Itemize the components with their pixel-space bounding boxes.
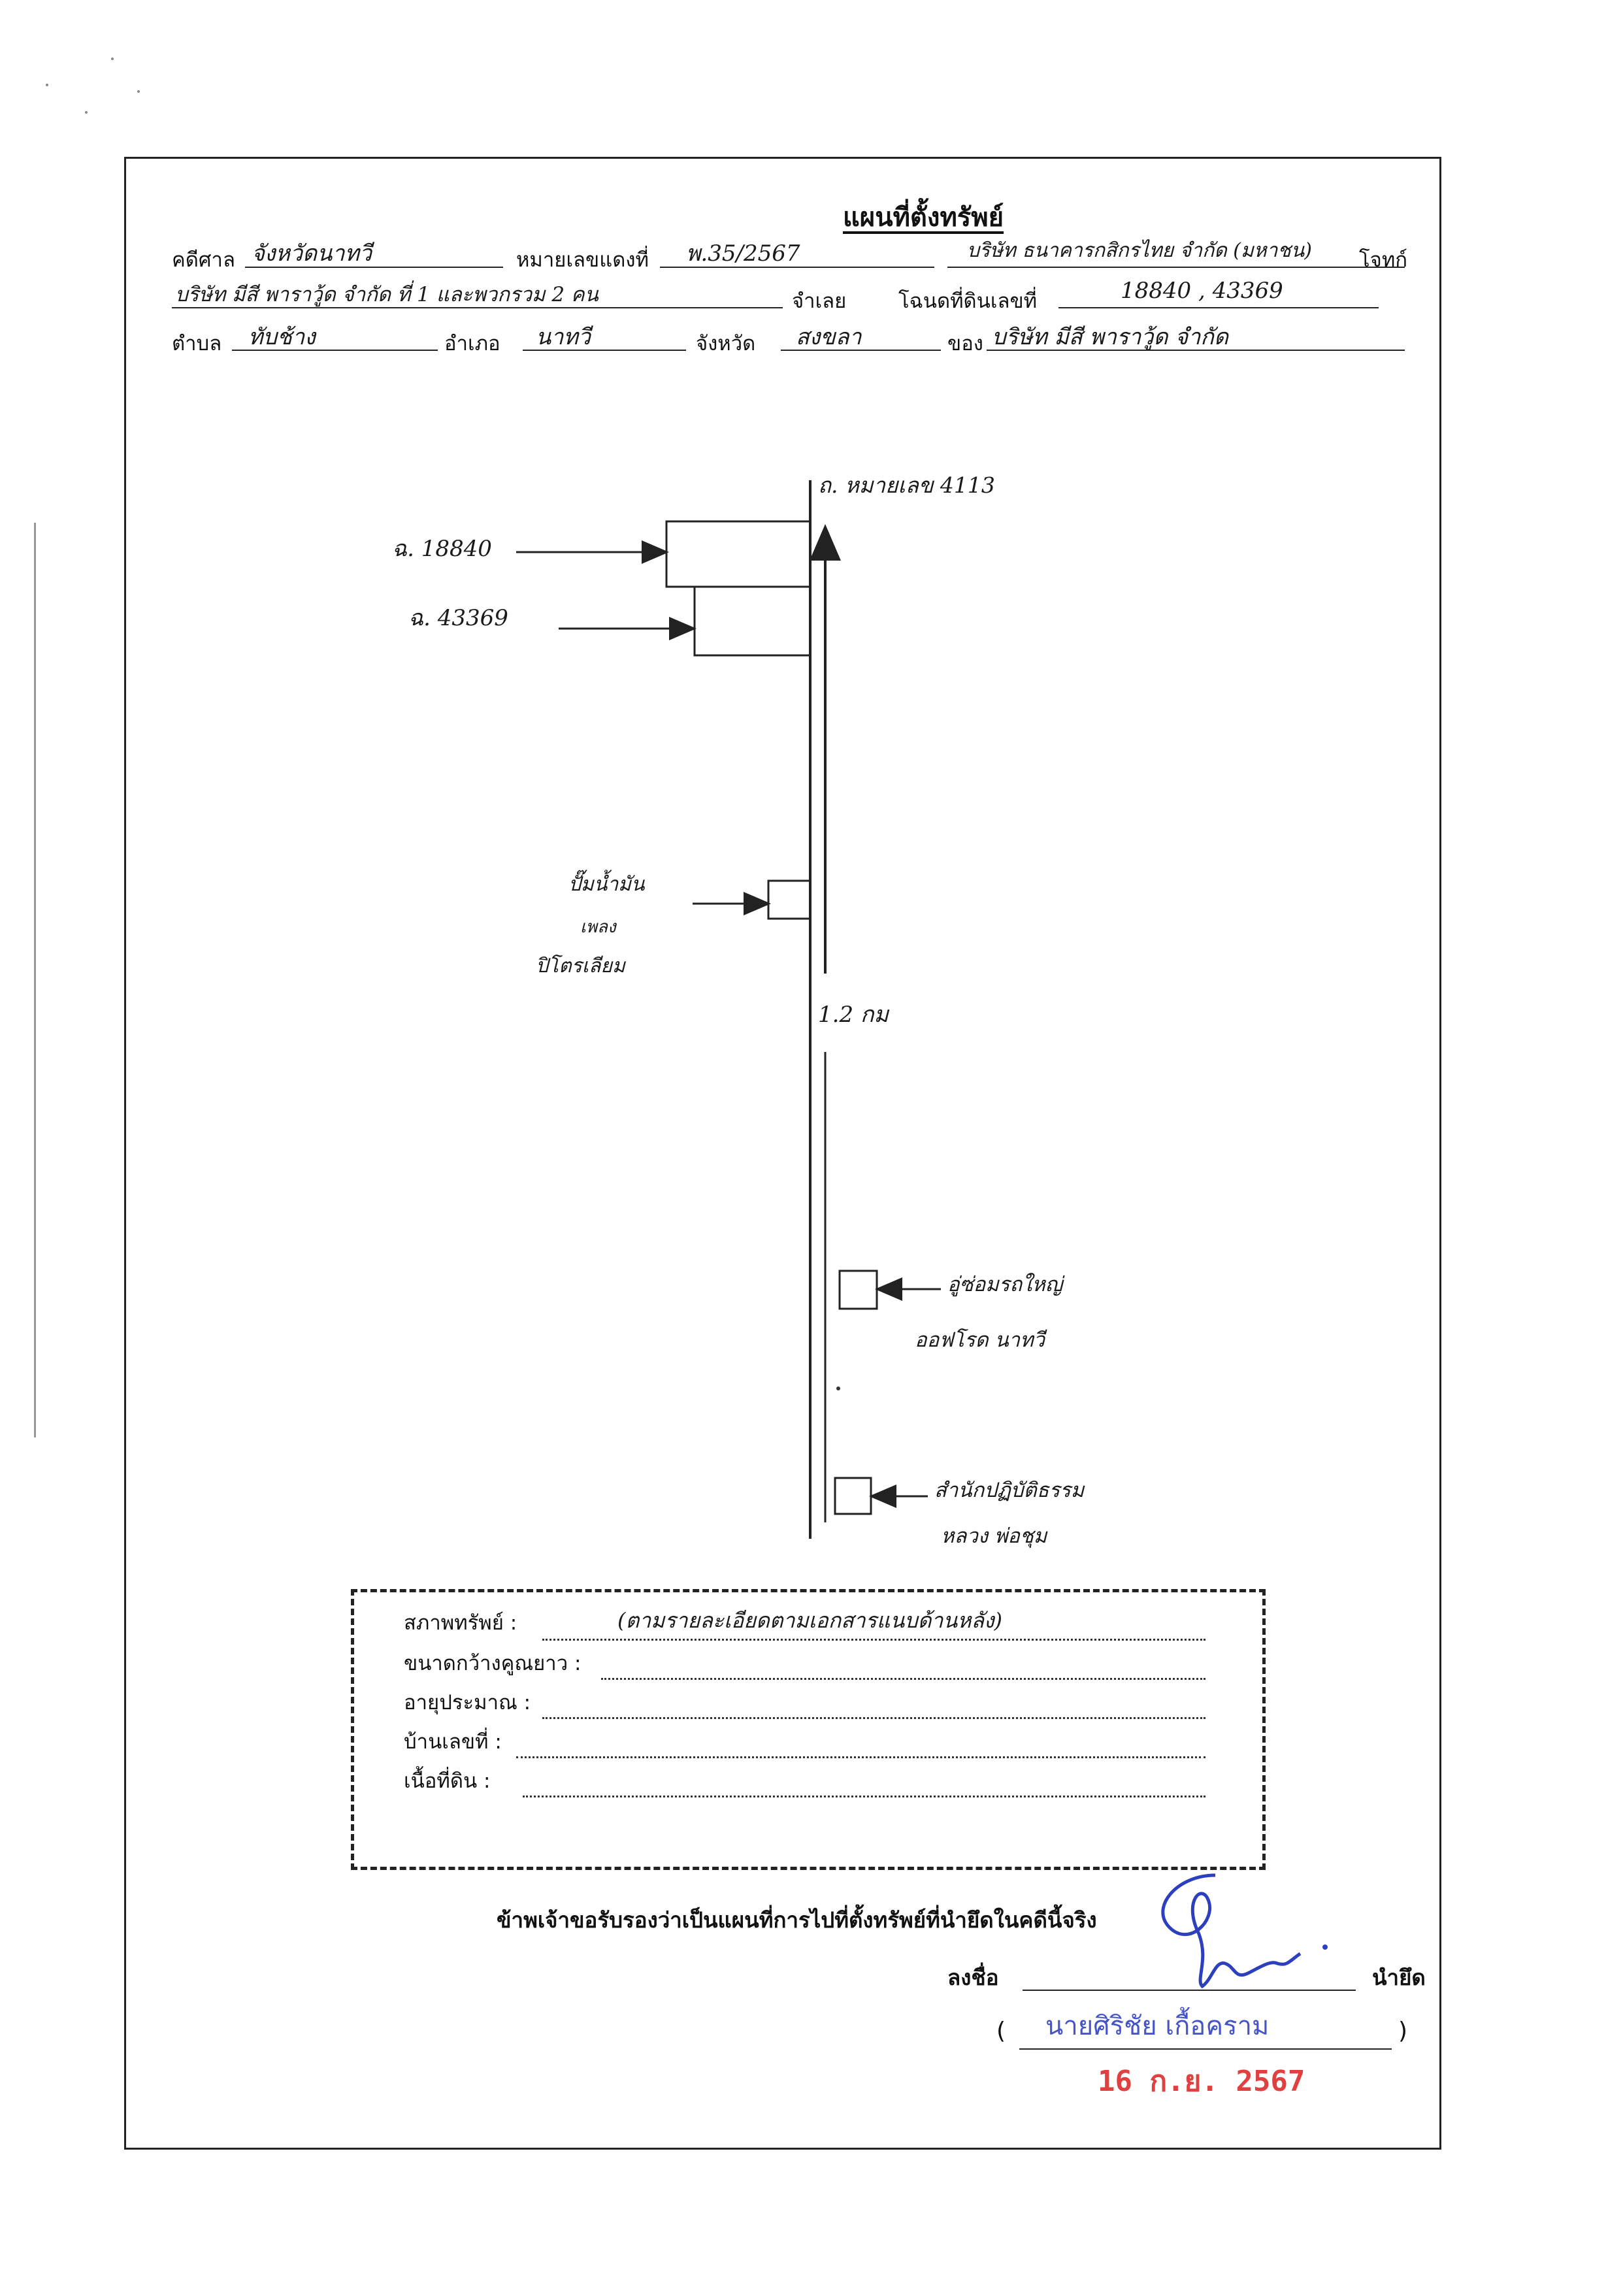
document-frame	[124, 157, 1441, 2150]
gas-station-box	[767, 879, 812, 920]
plot-18840-label: ฉ. 18840	[392, 536, 492, 562]
province-value: สงขลา	[796, 324, 862, 350]
stamp-date: 16 ก.ย. 2567	[1098, 2065, 1305, 2098]
certification-text: ข้าพเจ้าขอรับรองว่าเป็นแผนที่การไปที่ตั้…	[497, 1907, 1097, 1933]
scan-speck	[137, 90, 140, 93]
scan-speck	[85, 111, 88, 114]
district-label: อำเภอ	[444, 332, 500, 355]
deed-underline	[1058, 307, 1379, 308]
house-no-dotline	[516, 1756, 1205, 1758]
temple-label-1: สำนักปฏิบัติธรรม	[934, 1479, 1085, 1502]
age-dotline	[542, 1717, 1205, 1719]
court-underline	[245, 267, 503, 268]
subdistrict-underline	[232, 350, 438, 351]
condition-label: สภาพทรัพย์ :	[404, 1611, 517, 1635]
plot-18840-box	[665, 520, 812, 588]
plot-43369-box	[693, 585, 812, 657]
garage-label-2: ออฟโรด นาทวี	[915, 1328, 1045, 1352]
role-label: นำยึด	[1372, 1965, 1426, 1990]
condition-dotline	[542, 1639, 1205, 1641]
sign-label: ลงชื่อ	[947, 1965, 999, 1990]
plot-43369-label: ฉ. 43369	[408, 605, 508, 631]
distance-label: 1.2 กม	[818, 1002, 889, 1028]
name-line	[1019, 2048, 1392, 2050]
subdistrict-value: ทับช้าง	[248, 324, 316, 350]
close-paren: )	[1398, 2018, 1408, 2044]
page-title: แผนที่ตั้งทรัพย์	[843, 203, 1004, 233]
defendant-underline	[172, 307, 783, 308]
province-label: จังหวัด	[696, 332, 756, 355]
gas-station-label-3: ปิโตรเลียม	[536, 955, 625, 977]
defendant-value: บริษัท มีสี พาราวู้ด จำกัด ที่ 1 และพวกร…	[175, 283, 598, 306]
plaintiff-label: โจทก์	[1359, 248, 1408, 272]
gas-station-label-1: ปั๊มน้ำมัน	[568, 873, 645, 896]
temple-box	[834, 1477, 872, 1515]
court-label: คดีศาล	[172, 248, 235, 272]
subdistrict-label: ตำบล	[172, 332, 222, 355]
province-underline	[781, 350, 941, 351]
plaintiff-underline	[947, 267, 1405, 268]
garage-label-1: อู่ซ่อมรถใหญ่	[947, 1273, 1063, 1296]
garage-box	[838, 1270, 878, 1310]
signature-scribble	[1161, 1873, 1328, 1989]
deed-value: 18840 , 43369	[1121, 278, 1283, 304]
defendant-label: จำเลย	[792, 289, 847, 313]
open-paren: (	[996, 2018, 1006, 2044]
case-no-value: พ.35/2567	[686, 240, 800, 267]
size-dotline	[601, 1678, 1205, 1680]
property-info-box	[351, 1589, 1266, 1870]
district-value: นาทวี	[536, 324, 591, 350]
house-no-label: บ้านเลขที่ :	[404, 1730, 502, 1754]
size-label: ขนาดกว้างคูณยาว :	[404, 1652, 582, 1675]
owner-underline	[987, 350, 1405, 351]
land-area-label: เนื้อที่ดิน :	[404, 1769, 491, 1793]
temple-label-2: หลวง พ่อชุม	[941, 1524, 1047, 1548]
signature-line	[1023, 1990, 1356, 1991]
case-no-label: หมายเลขแดงที่	[516, 248, 649, 272]
deed-label: โฉนดที่ดินเลขที่	[898, 289, 1038, 313]
owner-label: ของ	[947, 332, 983, 355]
court-value: จังหวัดนาทวี	[252, 240, 372, 267]
land-area-dotline	[523, 1796, 1205, 1797]
scan-speck	[111, 57, 114, 60]
road-label: ถ. หมายเลข 4113	[818, 472, 995, 498]
scan-edge-line	[34, 523, 36, 1437]
case-no-underline	[660, 267, 934, 268]
gas-station-label-2: เพลง	[580, 917, 616, 937]
map-dot	[836, 1386, 840, 1390]
scan-speck	[46, 84, 48, 86]
plaintiff-value: บริษัท ธนาคารกสิกรไทย จำกัด (มหาชน)	[967, 239, 1312, 262]
owner-value: บริษัท มีสี พาราวู้ด จำกัด	[992, 324, 1228, 350]
district-underline	[523, 350, 686, 351]
stamp-name: นายศิริชัย เกื้อคราม	[1045, 2011, 1270, 2041]
condition-value: (ตามรายละเอียดตามเอกสารแนบด้านหลัง)	[617, 1608, 1003, 1633]
age-label: อายุประมาณ :	[404, 1691, 531, 1714]
